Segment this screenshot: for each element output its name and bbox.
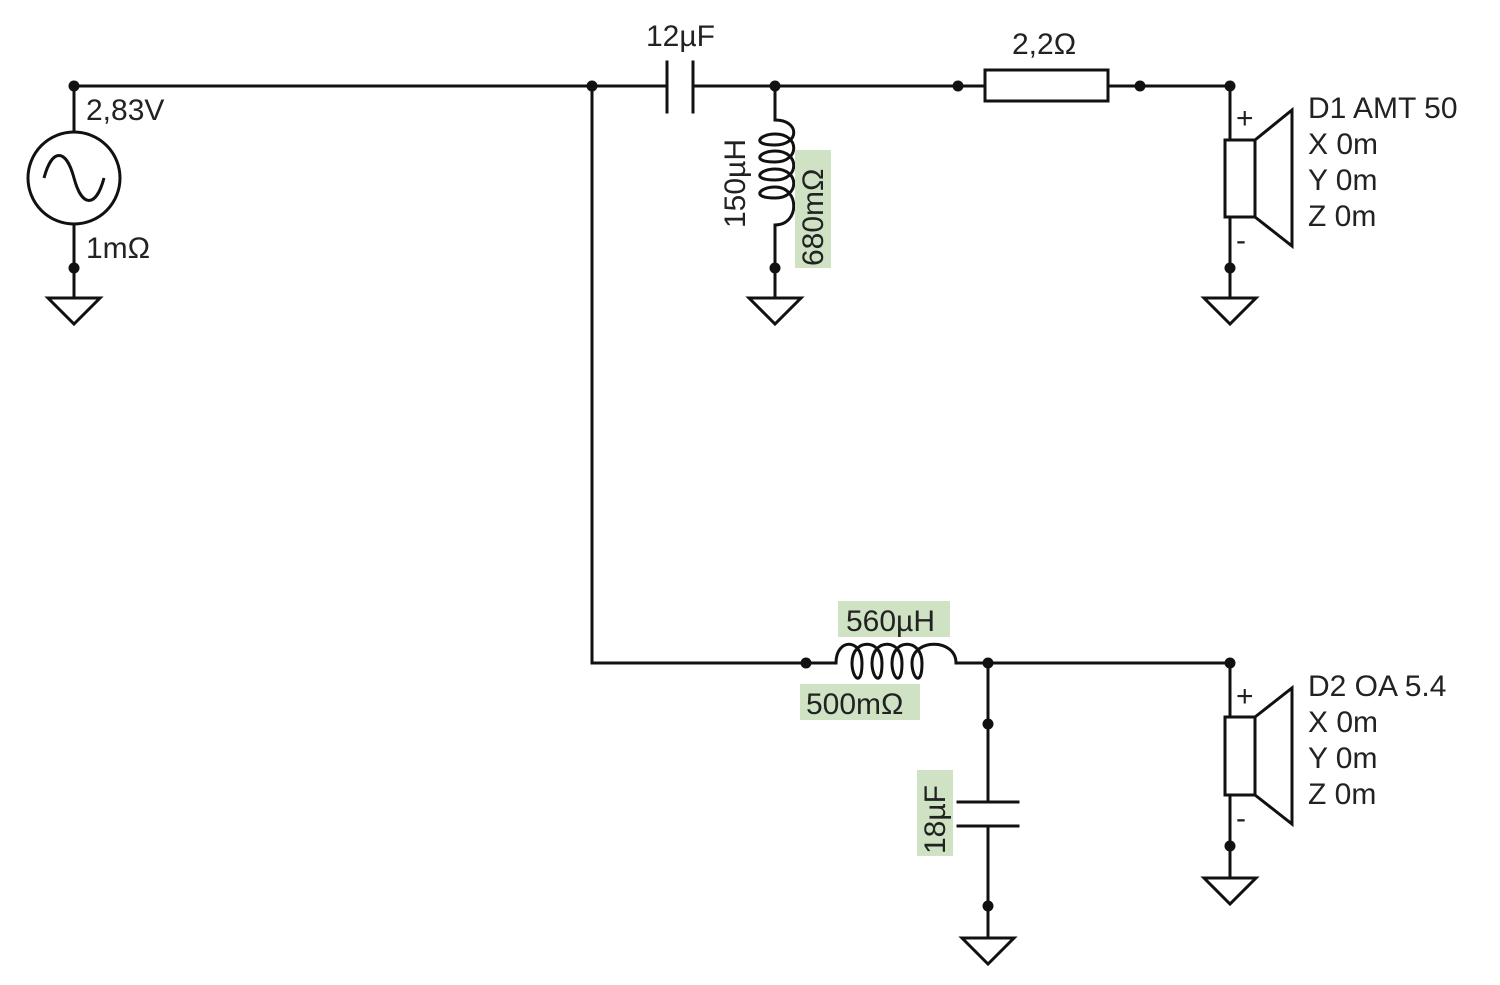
junction-dot	[68, 262, 80, 274]
d1-x-label: X 0m	[1308, 128, 1378, 161]
capacitor-c2[interactable]: 18µF	[917, 770, 1020, 856]
resistor-body	[983, 68, 1110, 103]
ac-source-icon	[26, 130, 122, 226]
r1-value-label: 2,2Ω	[1012, 28, 1076, 61]
source-resistance-label: 1mΩ	[86, 232, 150, 265]
source-voltage-label: 2,83V	[86, 94, 164, 127]
d2-minus-label: -	[1236, 802, 1246, 835]
inductor-coil-icon	[834, 642, 958, 680]
ac-source[interactable]: 2,83V 1mΩ	[26, 94, 164, 265]
ground-icon	[44, 296, 104, 327]
inductor-coil-icon	[758, 118, 796, 227]
d1-minus-label: -	[1236, 224, 1246, 257]
d2-x-label: X 0m	[1308, 706, 1378, 739]
wires	[72, 84, 1232, 940]
speaker-cone-icon	[1254, 684, 1294, 828]
junction-dot	[800, 657, 812, 669]
junction-dot	[68, 80, 80, 92]
ground-icon	[745, 296, 805, 327]
junction-dot	[1224, 840, 1236, 852]
d1-plus-label: +	[1236, 102, 1254, 135]
c1-value-label: 12µF	[646, 20, 715, 53]
c2-value-highlight	[917, 770, 953, 856]
driver-d1[interactable]: + - D1 AMT 50 X 0m Y 0m Z 0m	[1223, 92, 1458, 257]
capacitor-c1[interactable]: 12µF	[646, 20, 715, 114]
c2-value-label: 18µF	[919, 785, 952, 854]
driver-d2[interactable]: + - D2 OA 5.4 X 0m Y 0m Z 0m	[1223, 670, 1446, 835]
junction-dot	[586, 80, 598, 92]
sine-wave-icon	[42, 154, 106, 202]
junction-dot	[769, 80, 781, 92]
l1-resistance-highlight	[795, 150, 831, 268]
junction-dot	[1224, 657, 1236, 669]
junction-dot	[1224, 262, 1236, 274]
l2-value-label: 560µH	[846, 605, 935, 638]
d2-y-label: Y 0m	[1308, 742, 1377, 775]
ground-icon	[1200, 876, 1260, 907]
inductor-l1[interactable]: 150µH 680mΩ	[719, 118, 831, 268]
grounds	[44, 296, 1260, 967]
d2-z-label: Z 0m	[1308, 778, 1376, 811]
junction-dot	[982, 657, 994, 669]
l1-value-label: 150µH	[719, 139, 752, 228]
l1-resistance-label: 680mΩ	[797, 169, 830, 266]
junction-dot	[982, 900, 994, 912]
ground-icon	[958, 936, 1018, 967]
d2-name-label: D2 OA 5.4	[1308, 670, 1446, 703]
speaker-magnet	[1223, 138, 1257, 219]
ground-icon	[1200, 296, 1260, 327]
speaker-cone-icon	[1254, 106, 1294, 250]
junction-dot	[769, 262, 781, 274]
speaker-magnet	[1223, 715, 1257, 797]
d1-name-label: D1 AMT 50	[1308, 92, 1458, 125]
l2-value-highlight	[838, 601, 950, 637]
l2-resistance-highlight	[800, 684, 920, 720]
l2-resistance-label: 500mΩ	[806, 688, 903, 721]
inductor-l2[interactable]: 560µH 500mΩ	[800, 601, 958, 721]
junction-dot	[982, 718, 994, 730]
d1-z-label: Z 0m	[1308, 200, 1376, 233]
d2-plus-label: +	[1236, 680, 1254, 713]
resistor-r1[interactable]: 2,2Ω	[956, 28, 1142, 103]
d1-y-label: Y 0m	[1308, 164, 1377, 197]
junctions	[68, 80, 1236, 912]
junction-dot	[1224, 80, 1236, 92]
